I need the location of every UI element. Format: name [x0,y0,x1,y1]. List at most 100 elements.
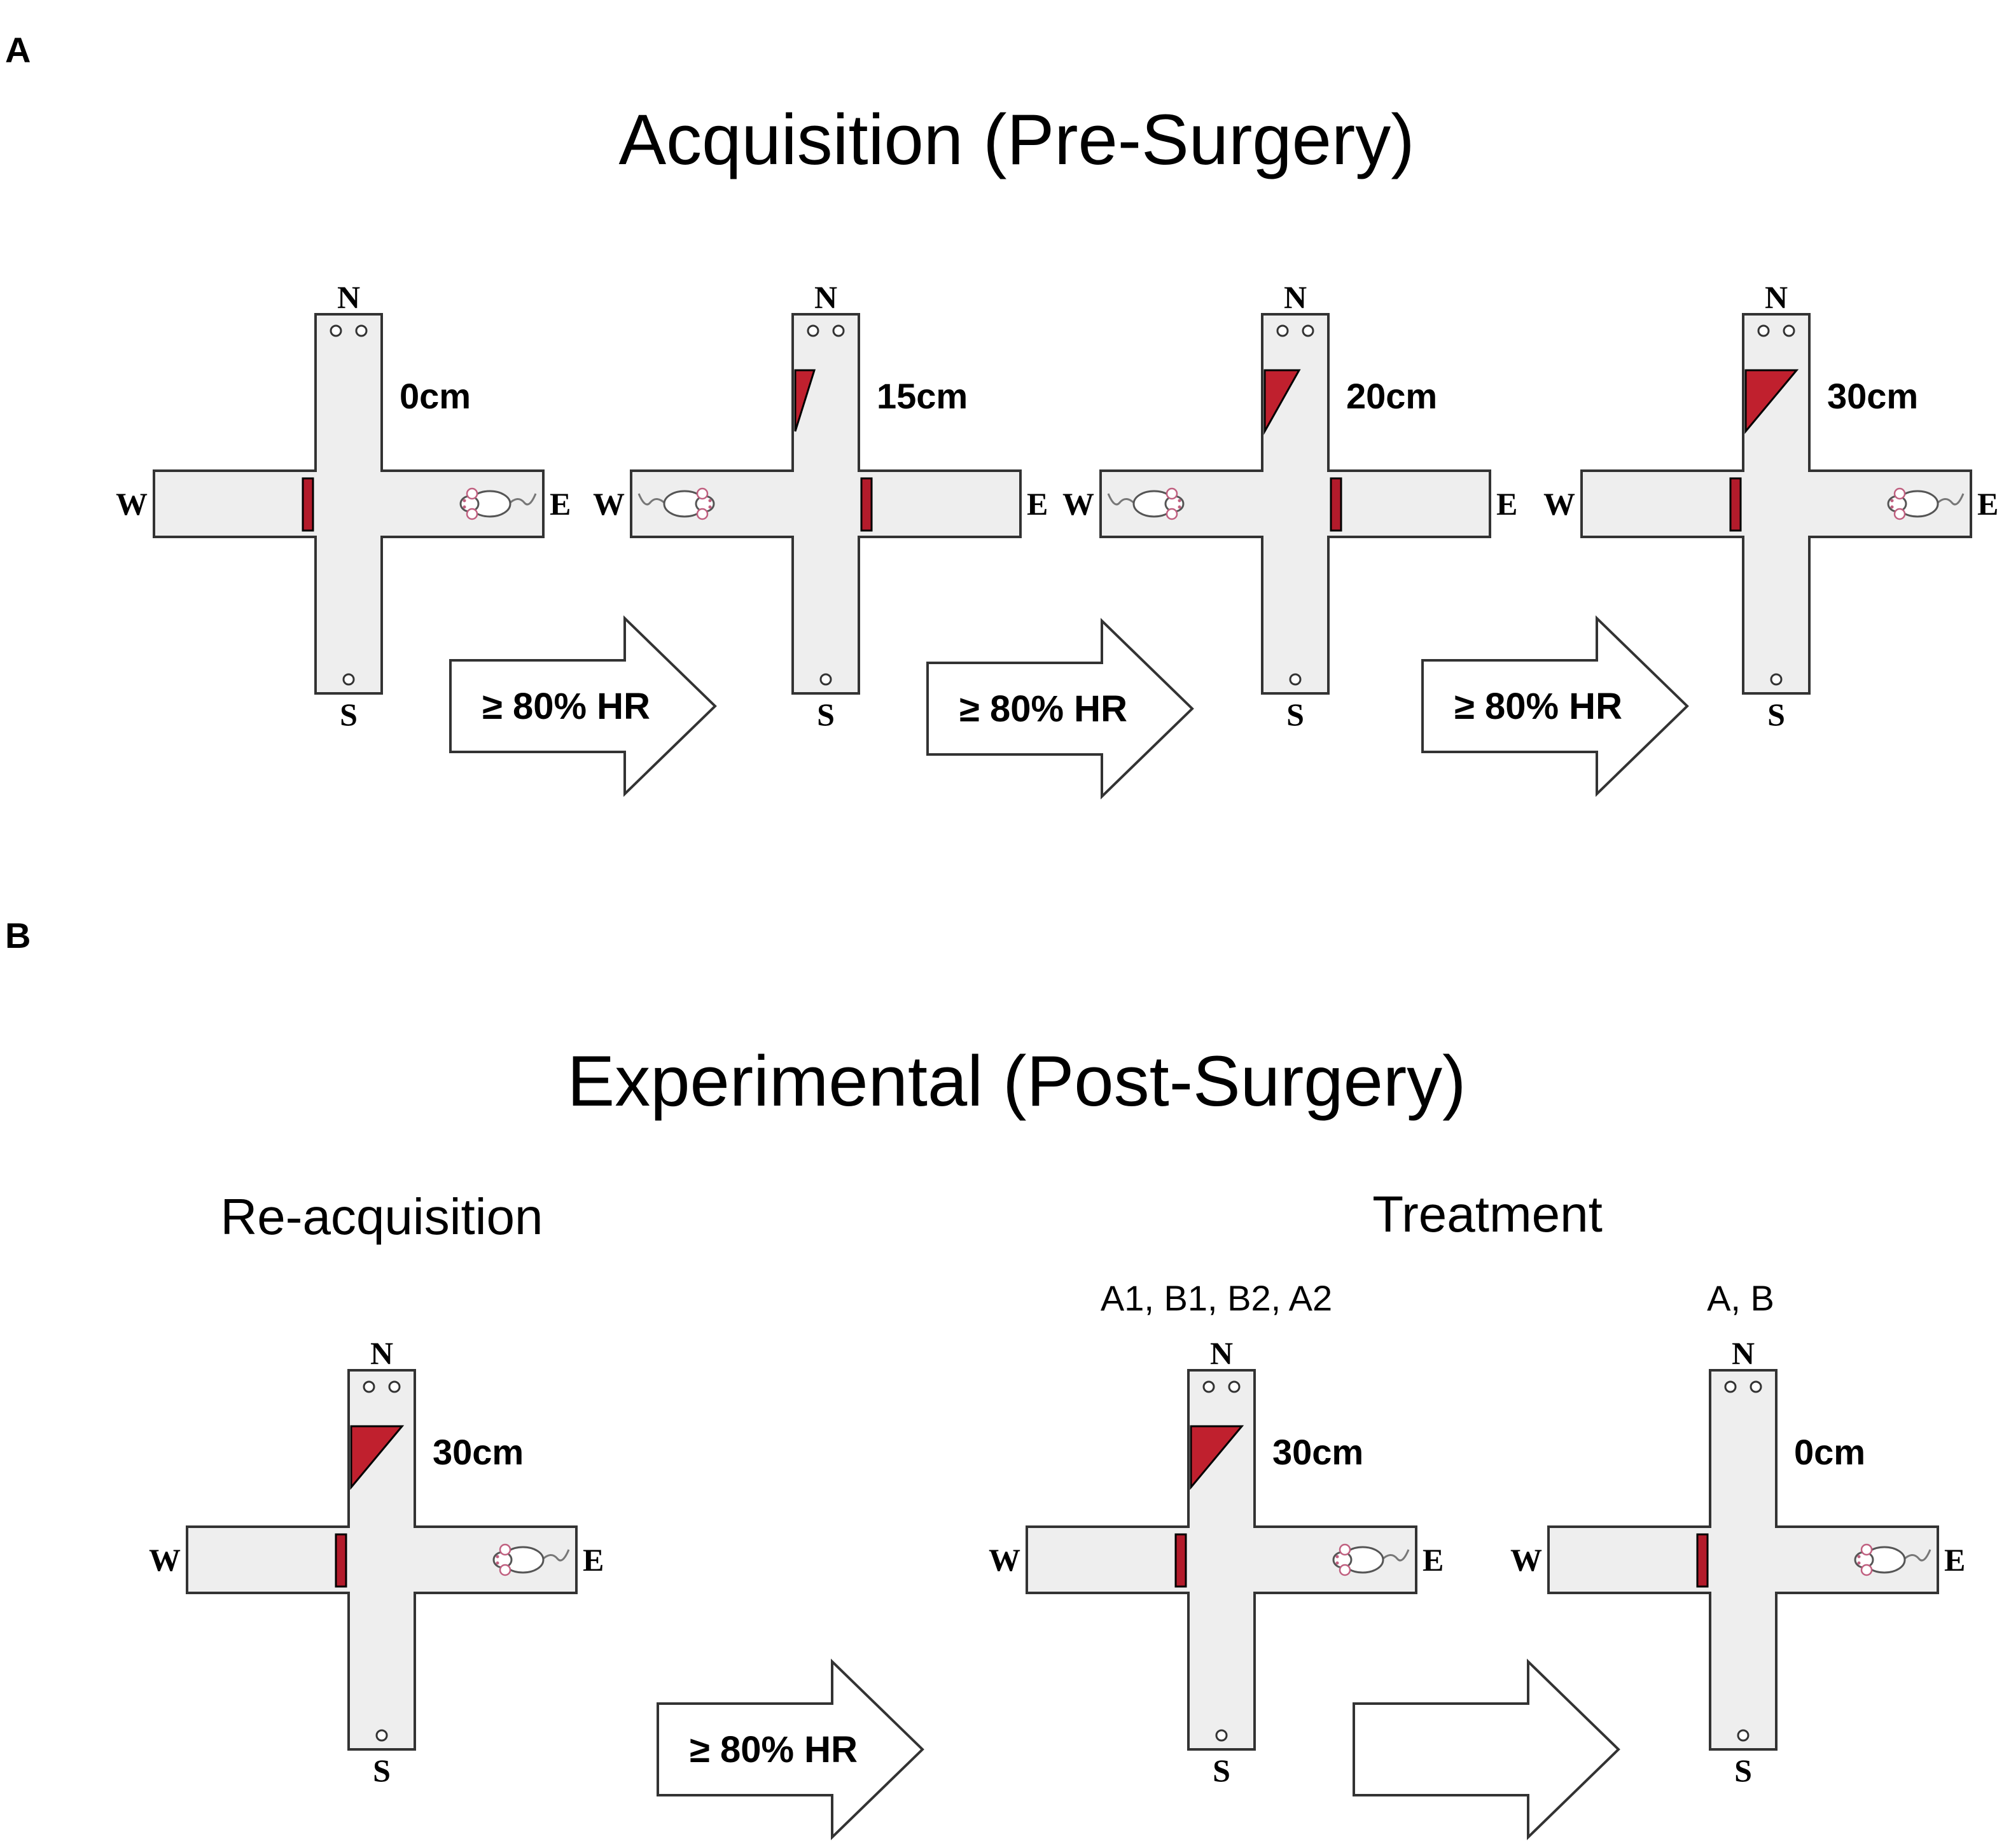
compass-south: S [1213,1753,1230,1788]
south-hole [819,673,832,686]
mouse-icon [1107,487,1185,520]
ramp-block [794,369,816,432]
north-hole-left [1757,324,1770,337]
condition-label-abba: A1, B1, B2, A2 [1101,1278,1332,1318]
distance-label: 30cm [1827,376,1918,416]
south-hole [1215,1729,1228,1742]
mouse-icon [1887,487,1965,520]
plus-maze [186,1369,578,1751]
ramp-block [1263,369,1301,435]
north-hole-left [807,324,819,337]
arrow-b-2 [1353,1658,1620,1840]
south-hole [1770,673,1783,686]
arrow-group: ≥ 80% HR ≥ 80% HR ≥ 80% HR ≥ 80% HR [449,615,1689,1840]
arrow-a-2: ≥ 80% HR [926,618,1194,800]
compass-north: N [814,279,837,315]
south-hole [1737,1729,1750,1742]
flow-arrow [657,1658,924,1840]
plus-maze [630,313,1022,695]
compass-north: N [1732,1335,1755,1371]
compass-west: W [149,1542,181,1578]
compass-west: W [1062,486,1094,522]
mouse-icon [637,487,715,520]
plus-maze [153,313,545,695]
distance-label: 15cm [877,376,968,416]
north-hole-left [363,1380,375,1393]
condition-label-ab: A, B [1707,1278,1774,1318]
north-hole-right [1783,324,1795,337]
barrier-block [1330,477,1342,532]
flow-arrow [926,618,1194,800]
compass-south: S [817,697,835,732]
distance-label: 0cm [1794,1432,1865,1472]
distance-label: 0cm [400,376,471,416]
compass-west: W [989,1542,1020,1578]
north-hole-left [1276,324,1289,337]
south-hole [375,1729,388,1742]
mouse-icon [492,1543,570,1576]
ramp-block [1744,369,1799,434]
barrier-block [1696,1533,1709,1588]
plus-maze [1547,1369,1939,1751]
north-hole-left [1202,1380,1215,1393]
north-hole-right [1750,1380,1762,1393]
flow-arrow [449,615,717,797]
compass-east: E [1944,1542,1965,1578]
barrier-block [860,477,873,532]
compass-north: N [1765,279,1788,315]
north-hole-right [1302,324,1314,337]
south-hole [1289,673,1302,686]
compass-west: W [116,486,148,522]
arrow-b-1: ≥ 80% HR [657,1658,924,1840]
barrier-block [302,477,314,532]
panel-b-letter: B [5,915,31,955]
compass-north: N [1210,1335,1233,1371]
compass-south: S [1767,697,1785,732]
compass-east: E [1423,1542,1444,1578]
compass-west: W [593,486,625,522]
plus-maze [1580,313,1972,695]
reacquisition-label: Re-acquisition [221,1188,543,1245]
maze-group: NSEW0cmNSEW15cmNSEW20cmNSEW30cmNSEW30cmN… [116,279,1998,1788]
arrow-criterion-label: ≥ 80% HR [482,686,650,727]
barrier-block [335,1533,347,1588]
arrow-a-1: ≥ 80% HR [449,615,717,797]
flow-arrow [1353,1658,1620,1840]
arrow-criterion-label: ≥ 80% HR [1454,686,1622,727]
flow-arrow [1421,615,1689,797]
compass-north: N [337,279,360,315]
compass-south: S [373,1753,391,1788]
compass-east: E [1977,486,1998,522]
compass-south: S [340,697,358,732]
compass-south: S [1286,697,1304,732]
compass-north: N [1284,279,1307,315]
plus-maze [1026,1369,1417,1751]
north-hole-left [1724,1380,1737,1393]
compass-north: N [370,1335,393,1371]
maze-b-2: N S E W 30cm [989,1335,1444,1788]
compass-east: E [550,486,571,522]
treatment-label: Treatment [1372,1186,1603,1242]
mouse-icon [1332,1543,1410,1576]
compass-west: W [1543,486,1575,522]
panel-a-letter: A [5,30,31,70]
arrow-criterion-label: ≥ 80% HR [690,1729,858,1770]
distance-label: 20cm [1346,376,1437,416]
ramp-block [350,1425,405,1490]
distance-label: 30cm [433,1432,524,1472]
compass-west: W [1510,1542,1542,1578]
ramp-block [1190,1425,1244,1490]
maze-b-3: N S E W 0cm [1510,1335,1965,1788]
distance-label: 30cm [1272,1432,1363,1472]
compass-south: S [1734,1753,1752,1788]
mouse-icon [459,487,537,520]
maze-a-1: N S E W 0cm [116,279,571,732]
panel-b-title: Experimental (Post-Surgery) [567,1041,1466,1121]
north-hole-right [355,324,368,337]
panel-a-title: Acquisition (Pre-Surgery) [618,100,1414,179]
arrow-a-3: ≥ 80% HR [1421,615,1689,797]
